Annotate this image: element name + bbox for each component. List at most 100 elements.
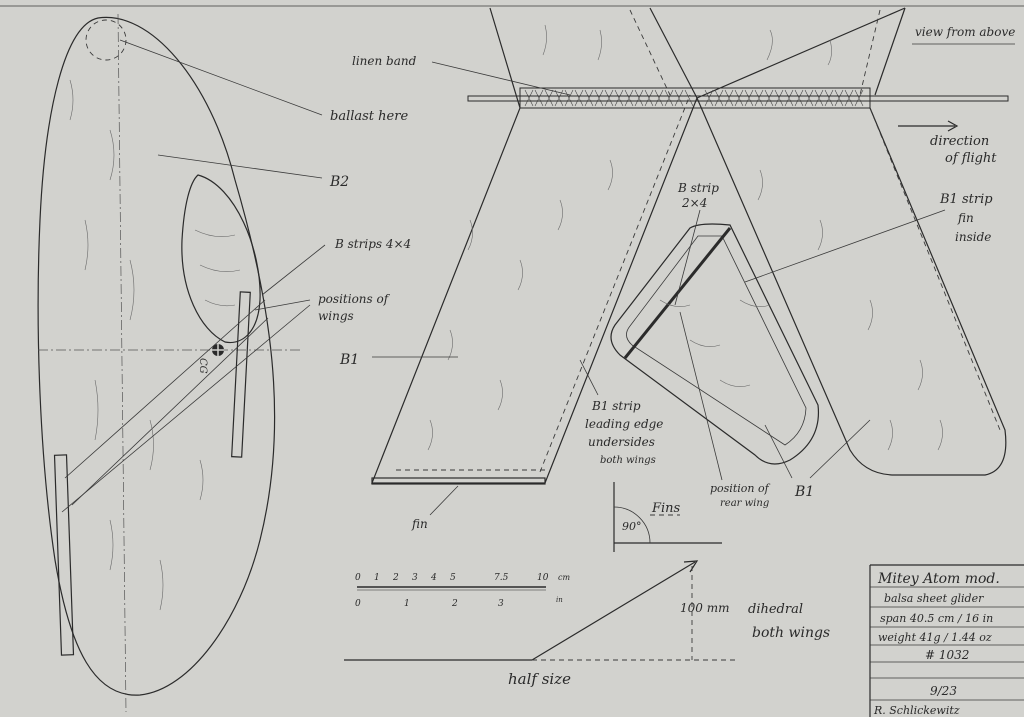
front-wing-right-le-dash xyxy=(869,107,1001,431)
label-b1-left: B1 xyxy=(339,352,359,368)
rear-wing-panel xyxy=(610,223,820,465)
fuselage-side-view xyxy=(37,13,326,713)
label-b1-strip-line1: B1 strip xyxy=(591,399,641,413)
rear-wing-inner-line xyxy=(626,235,807,446)
title-block-weight: weight 41g / 1.44 oz xyxy=(878,631,992,644)
title-block-span: span 40.5 cm / 16 in xyxy=(880,612,993,625)
front-wing-right-root-dash xyxy=(859,9,881,96)
leader-b1-right-2 xyxy=(809,419,871,479)
front-wing-left-panel xyxy=(371,7,698,484)
title-block-author: R. Schlickewitz xyxy=(873,704,960,717)
rear-wing-strip xyxy=(623,227,732,359)
front-wing-left-root-dash xyxy=(629,9,671,96)
label-b1-strip-line4: both wings xyxy=(600,455,656,466)
label-direction-line1: direction xyxy=(930,134,989,149)
leader-ballast xyxy=(119,39,323,116)
scale-cm-0: 0 xyxy=(355,573,361,583)
leader-positions-1 xyxy=(254,299,311,311)
leader-b1-strip-fin xyxy=(744,209,946,283)
title-block-number: # 1032 xyxy=(925,648,969,662)
fuselage-grain xyxy=(69,79,204,611)
scale-cm-10: 10 xyxy=(537,573,549,583)
label-linen-band: linen band xyxy=(352,54,417,68)
leader-linen-band xyxy=(431,61,571,96)
fin-grain xyxy=(194,229,241,307)
wing-strip-lower xyxy=(71,317,269,506)
leader-b1-strip xyxy=(579,359,599,396)
leader-b2 xyxy=(157,154,323,179)
label-b1-strip-line3: undersides xyxy=(588,435,655,449)
leader-b-strip-2x4 xyxy=(674,209,701,306)
label-cg: CG xyxy=(197,358,208,374)
label-fins: Fins xyxy=(651,501,681,516)
leader-b-strips xyxy=(261,244,326,296)
label-b1-strip-line2: leading edge xyxy=(585,417,663,431)
dihedral-rise xyxy=(531,561,696,661)
label-position-rear-line2: rear wing xyxy=(720,498,769,509)
leader-fin xyxy=(429,485,459,516)
title-block xyxy=(869,564,1024,717)
label-positions-of: positions of xyxy=(318,292,391,306)
scale-cm-unit: cm xyxy=(558,573,570,582)
direction-arrow-head xyxy=(947,120,959,132)
label-fin: fin xyxy=(411,517,428,531)
dihedral-diagram xyxy=(344,560,735,661)
wing-spar-rod xyxy=(467,95,1009,102)
label-both-wings: both wings xyxy=(752,625,830,641)
fuselage-centerline xyxy=(117,13,127,713)
title-block-date: 9/23 xyxy=(930,684,957,698)
title-block-type: balsa sheet glider xyxy=(884,592,984,605)
label-view-from-above: view from above xyxy=(915,25,1015,39)
linen-band xyxy=(519,87,871,109)
wings-top-view xyxy=(371,7,1009,516)
scale-cm-5: 5 xyxy=(450,573,456,583)
scale-bar xyxy=(357,586,546,591)
linen-band-hatch xyxy=(524,89,864,107)
cg-symbol-quarters xyxy=(212,344,224,356)
label-b1-right: B1 xyxy=(794,484,814,500)
title-block-name: Mitey Atom mod. xyxy=(877,571,1000,587)
leader-b1-right-1 xyxy=(764,424,793,479)
scale-in-unit: in xyxy=(556,596,563,604)
scale-in-3: 3 xyxy=(498,599,504,609)
leader-positions-2 xyxy=(61,304,311,513)
scale-in-0: 0 xyxy=(355,599,361,609)
front-wing-right-tip xyxy=(874,7,906,96)
scale-cm-1: 1 xyxy=(374,573,380,583)
wing-position-front xyxy=(231,291,251,458)
label-wings: wings xyxy=(318,309,354,323)
label-b-strips-4x4: B strips 4×4 xyxy=(334,237,411,251)
fins-angle-detail xyxy=(613,482,722,552)
label-b1-strip-fin-line1: B1 strip xyxy=(939,192,993,207)
label-b-strip-2x4-line2: 2×4 xyxy=(681,196,707,210)
front-wing-right-panel xyxy=(696,7,1007,476)
fin-b2-outline xyxy=(181,174,261,344)
label-half-size: half size xyxy=(508,670,571,688)
label-b1-strip-fin-line2: fin xyxy=(957,211,974,225)
fuselage-outline xyxy=(37,16,276,696)
label-b2: B2 xyxy=(329,174,349,190)
scale-cm-2: 2 xyxy=(392,573,399,583)
ballast-circle xyxy=(85,19,127,61)
fin-strip xyxy=(371,477,546,485)
label-dihedral: dihedral xyxy=(748,602,803,617)
label-b1-strip-fin-line3: inside xyxy=(955,230,991,244)
label-100mm: 100 mm xyxy=(680,601,729,615)
label-position-rear-line1: position of xyxy=(710,482,771,495)
scale-cm-3: 3 xyxy=(412,573,418,583)
label-angle-90: 90° xyxy=(622,520,642,533)
leader-position-rear xyxy=(679,311,723,481)
wing-position-rear xyxy=(53,454,75,656)
scale-in-2: 2 xyxy=(451,599,458,609)
wing-strip-upper xyxy=(64,299,266,479)
front-wing-left-le-dash xyxy=(539,94,691,473)
fins-angle-arc xyxy=(613,506,651,544)
label-b-strip-2x4-line1: B strip xyxy=(677,181,719,195)
scale-in-1: 1 xyxy=(404,599,410,609)
label-direction-line2: of flight xyxy=(945,151,997,166)
scale-cm-7-5: 7.5 xyxy=(494,573,509,583)
label-ballast-here: ballast here xyxy=(330,109,408,124)
wing-grain xyxy=(427,24,943,451)
